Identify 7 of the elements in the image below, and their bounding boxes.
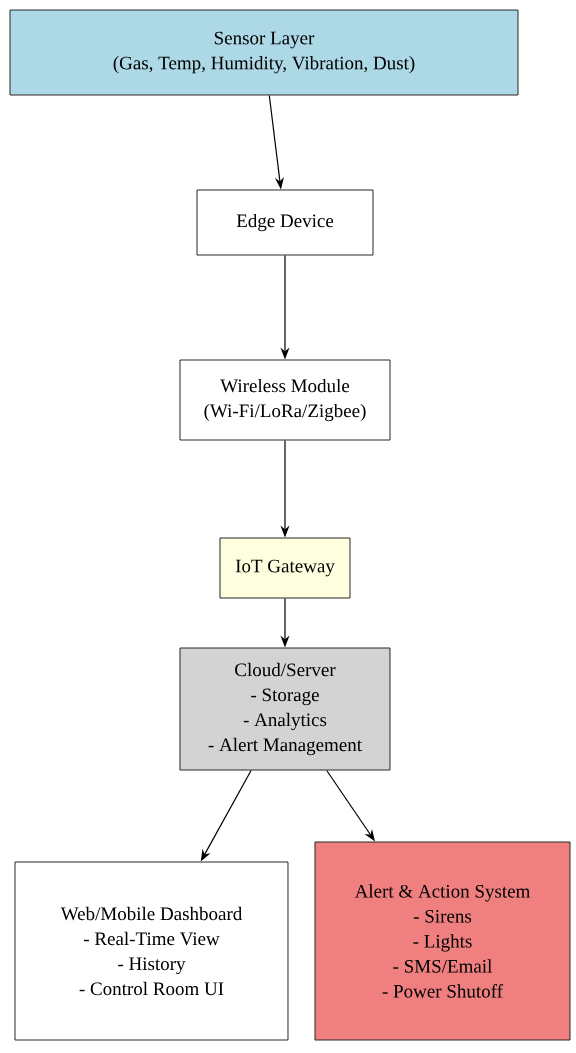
process-box: Sensor Layer (Gas, Temp, Humidity, Vibration, Dust) <box>9 9 519 96</box>
process-box: Wireless Module (Wi-Fi/LoRa/Zigbee) <box>179 359 391 441</box>
process-box: Cloud/Server - Storage - Analytics - Alert Management <box>179 647 391 771</box>
process-box: IoT Gateway <box>219 537 351 599</box>
process-box: Edge Device <box>196 189 374 256</box>
process-box: Alert & Action System - Sirens - Lights - SMS/Email - Power Shutoff <box>314 841 571 1041</box>
process-box: Web/Mobile Dashboard - Real-Time View - History - Control Room UI <box>14 861 289 1041</box>
